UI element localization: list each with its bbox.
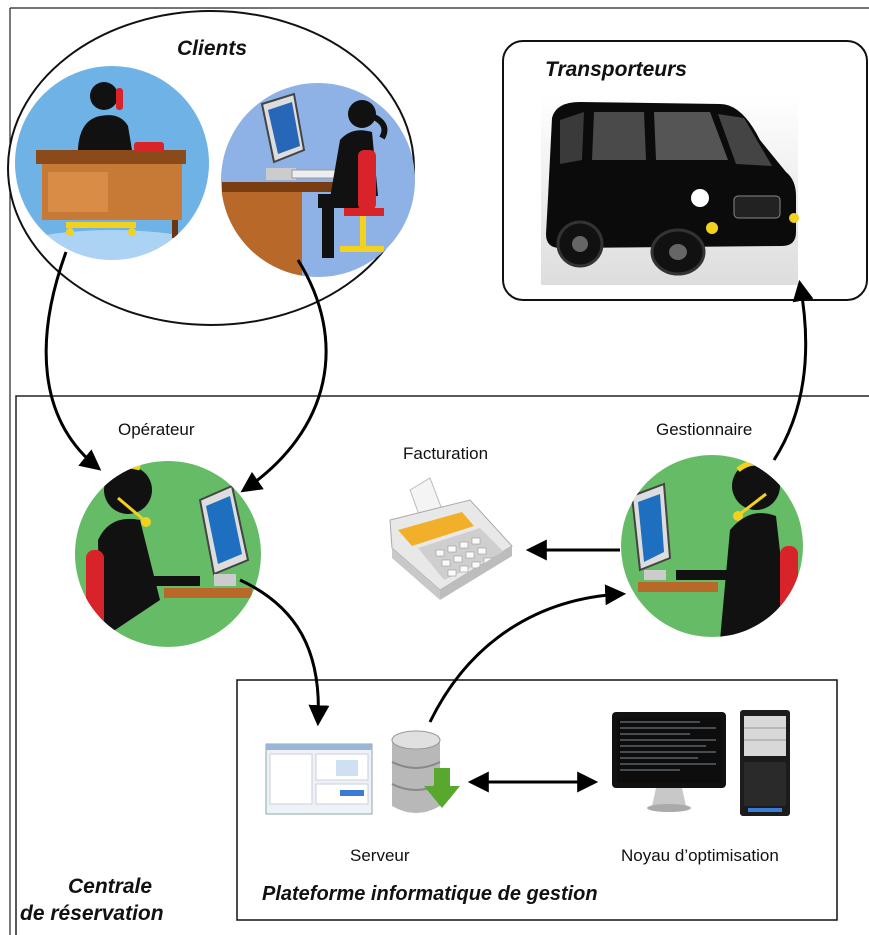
centrale-label-line2: de réservation [20, 902, 164, 925]
app-window-icon [265, 743, 373, 815]
operator-icon [75, 461, 261, 647]
terminal-monitor-icon [612, 712, 726, 812]
plateforme-box [236, 679, 838, 921]
arrow-operator-to-platform [239, 578, 330, 727]
noyau-label: Noyau d’optimisation [621, 846, 779, 865]
plateforme-label: Plateforme informatique de gestion [262, 883, 598, 905]
transporteurs-label: Transporteurs [545, 58, 687, 81]
arrow-platform-to-manager [428, 584, 627, 723]
clients-label: Clients [177, 37, 248, 60]
van-icon [541, 95, 799, 285]
facturation-label: Facturation [403, 444, 489, 463]
centrale-label-line1: Centrale [68, 875, 153, 898]
arrow-computer-to-operator [240, 259, 328, 493]
server-tower-icon [740, 710, 790, 816]
cash-register-icon [389, 477, 513, 600]
connectors [44, 251, 814, 793]
arrow-manager-to-transporteurs [772, 279, 814, 461]
operateur-label: Opérateur [118, 420, 195, 439]
centrale-box [15, 395, 869, 935]
serveur-label: Serveur [350, 846, 410, 865]
arrow-phone-to-operator [44, 251, 102, 471]
gestionnaire-label: Gestionnaire [656, 420, 753, 439]
database-icon [391, 730, 460, 813]
manager-icon [621, 455, 803, 637]
